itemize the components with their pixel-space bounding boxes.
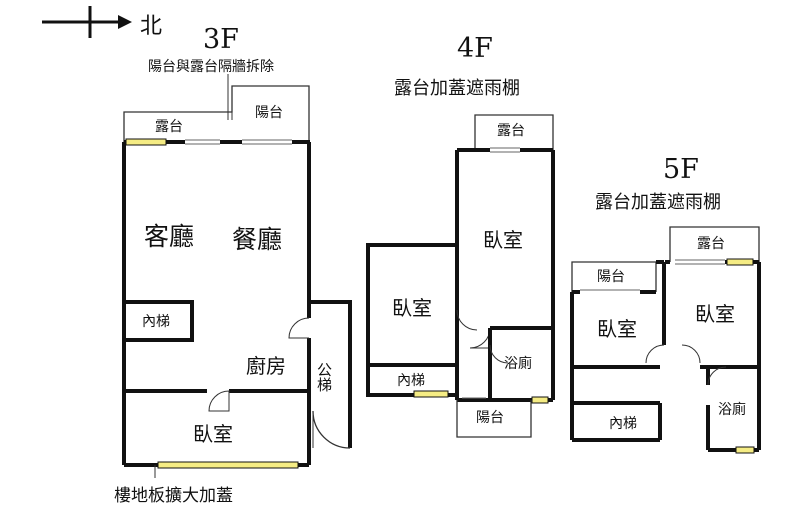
floor-5f-right-bedroom-label: 臥室 [695, 302, 735, 326]
compass-north-label: 北 [140, 14, 162, 39]
floor-4f-main-door-icon [469, 327, 491, 349]
floor-5f-left-bedroom-label: 臥室 [597, 317, 637, 341]
floor-5f-terrace-outline [669, 226, 760, 262]
floor-3f-bedroom-label: 臥室 [193, 422, 233, 446]
floor-4f-bathroom-door-icon [489, 344, 509, 364]
north-compass: 北 [42, 6, 162, 39]
floor-3f-bedroom-door-icon [208, 390, 230, 412]
floor-4f-terrace-label: 露台 [497, 123, 525, 139]
floor-4f-bathroom-label: 浴廁 [504, 355, 532, 372]
floor-3f-balcony-label: 陽台 [255, 105, 283, 121]
floor-5f-title: 5F [663, 154, 699, 185]
floor-3f-dining-label: 餐廳 [232, 225, 282, 254]
floor-3f-stairs-label: 內梯 [142, 314, 170, 330]
floor-3f-public-stairs-door-icon [312, 410, 351, 449]
floor-4f: 4F 露台加蓋遮雨棚 露台 臥室 臥室 內梯 浴廁 [366, 33, 555, 438]
floor-4f-side-bedroom-label: 臥室 [392, 296, 432, 320]
floor-4f-balcony-label: 陽台 [476, 410, 504, 426]
floor-4f-main-bedroom-label: 臥室 [483, 228, 523, 252]
floor-3f-public-stairs-label: 公梯 [315, 362, 333, 392]
floor-3f-living-label: 客廳 [144, 222, 194, 251]
floor-4f-side-bedroom-walls [366, 243, 457, 397]
floor-5f-balcony-label: 陽台 [597, 269, 625, 285]
floor-5f-right-door-icon [681, 344, 701, 364]
floor-3f-footnote: 樓地板擴大加蓋 [114, 486, 233, 506]
floor-5f-balcony-outline [571, 261, 657, 292]
floor-3f-window [125, 138, 167, 146]
floor-4f-terrace-outline [474, 114, 554, 150]
floor-4f-balcony-outline [456, 400, 532, 438]
floor-5f-bathroom-door-icon [707, 366, 727, 386]
floor-3f-stairs-box [122, 300, 194, 342]
floor-5f-terrace-label: 露台 [697, 236, 725, 252]
floor-3f-terrace-label: 露台 [155, 119, 183, 135]
floor-4f-note: 露台加蓋遮雨棚 [394, 78, 520, 99]
floor-4f-window [413, 390, 449, 398]
floor-5f-left-door-icon [645, 344, 665, 364]
north-arrow-icon [118, 15, 132, 29]
floor-3f-south-window [157, 461, 299, 469]
floor-5f-bathroom-window [735, 446, 755, 454]
floor-4f-title: 4F [457, 33, 493, 64]
floor-3f-kitchen-label: 廚房 [246, 354, 286, 378]
floor-3f-title: 3F [203, 24, 239, 55]
floor-3f-terrace-outline [123, 85, 310, 142]
floor-3f: 3F 陽台與露台隔牆拆除 客 [114, 24, 352, 506]
floor-3f-note: 陽台與露台隔牆拆除 [148, 59, 274, 75]
floor-5f-bathroom-label: 浴廁 [718, 401, 746, 418]
floor-5f-note: 露台加蓋遮雨棚 [595, 192, 721, 213]
floor-4f-side-door-icon [456, 309, 478, 331]
floor-5f-stairs-label: 內梯 [609, 416, 637, 432]
floor-4f-stairs-label: 內梯 [397, 373, 425, 389]
floor-3f-public-stairs-wall [309, 300, 352, 448]
floor-5f-north-window [726, 258, 754, 266]
floor-3f-kitchen-door-icon [288, 317, 310, 339]
floor-5f: 5F 露台加蓋遮雨棚 露台 陽台 [570, 154, 761, 454]
floor-4f-bathroom-window [531, 396, 549, 404]
